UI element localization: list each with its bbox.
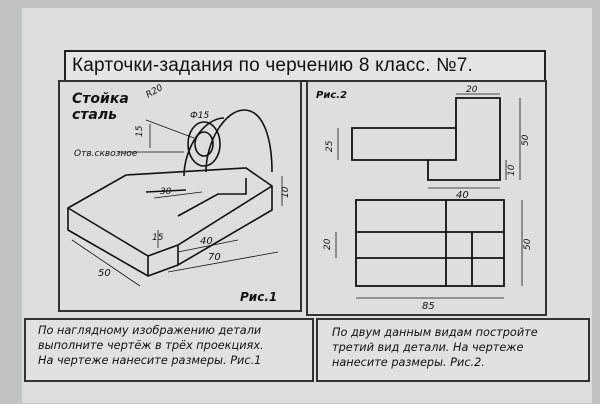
dim-20-top: 20 bbox=[466, 85, 478, 95]
dim-70: 70 bbox=[208, 252, 221, 263]
task-2-box: По двум данным видам постройте третий ви… bbox=[316, 318, 590, 382]
page-title: Карточки-задания по черчению 8 класс. №7… bbox=[72, 55, 474, 76]
task-1-line-3: На чертеже нанесите размеры. Рис.1 bbox=[38, 354, 262, 367]
hole-note: Отв.сквозное bbox=[74, 149, 138, 159]
dim-20-top-view: 20 bbox=[323, 238, 333, 250]
figure-1-frame bbox=[58, 80, 302, 312]
figure-2-caption: Рис.2 bbox=[316, 90, 347, 101]
dim-10: 10 bbox=[281, 186, 291, 198]
radius-label: R20 bbox=[145, 83, 166, 101]
isometric-part bbox=[67, 109, 273, 277]
dim-50-top-view: 50 bbox=[523, 238, 533, 250]
figure-1-drawing: Стойка сталь R20 Ф15 Отв.сквозное bbox=[67, 83, 291, 304]
title-box: Карточки-задания по черчению 8 класс. №7… bbox=[64, 50, 546, 82]
task-2-line-2: третий вид детали. На чертеже bbox=[332, 341, 524, 354]
dim-15-horizontal: 15 bbox=[152, 233, 164, 243]
task-2-line-1: По двум данным видам постройте bbox=[332, 326, 538, 339]
front-view bbox=[351, 97, 501, 181]
material-label: Стойка bbox=[72, 91, 129, 107]
task-1-line-2: выполните чертёж в трёх проекциях. bbox=[38, 339, 264, 352]
task-1-box: По наглядному изображению детали выполни… bbox=[24, 318, 314, 382]
task-2-line-3: нанесите размеры. Рис.2. bbox=[332, 356, 485, 369]
diameter-label: Ф15 bbox=[190, 111, 209, 121]
task-1-line-1: По наглядному изображению детали bbox=[38, 324, 262, 337]
figure-2-drawing: Рис.2 20 25 50 10 40 20 50 85 bbox=[316, 85, 533, 312]
fig1-dimension-lines bbox=[71, 119, 283, 287]
dim-30: 30 bbox=[160, 187, 172, 197]
dim-25: 25 bbox=[325, 140, 335, 152]
figure-2-frame bbox=[306, 80, 547, 316]
dim-40-front: 40 bbox=[456, 190, 469, 201]
dim-85: 85 bbox=[422, 301, 435, 312]
dim-10-front: 10 bbox=[507, 164, 517, 176]
dim-50: 50 bbox=[98, 268, 111, 279]
fig2-dimension-lines bbox=[335, 93, 523, 299]
top-view bbox=[355, 199, 505, 287]
dim-15-vertical: 15 bbox=[135, 125, 145, 137]
figure-1-caption: Рис.1 bbox=[240, 290, 277, 304]
material-steel-label: сталь bbox=[72, 107, 117, 123]
dim-40: 40 bbox=[200, 236, 213, 247]
dim-50-front: 50 bbox=[521, 134, 531, 146]
